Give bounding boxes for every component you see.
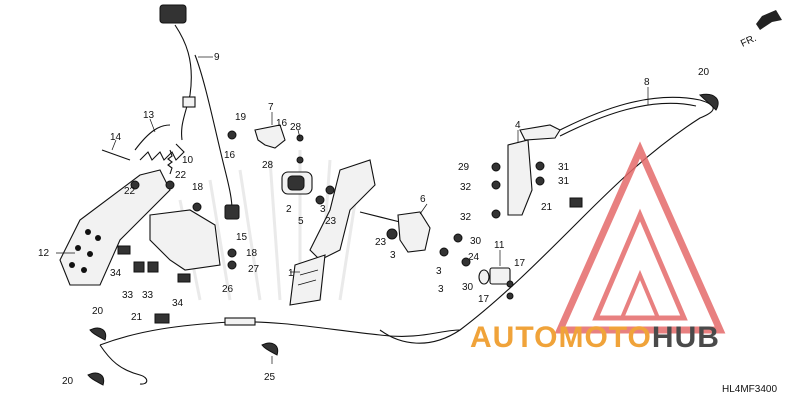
callout-20b: 20 [92, 306, 104, 317]
callout-18a: 18 [192, 182, 204, 193]
callout-8: 8 [644, 77, 650, 88]
bolt-set-left [117, 130, 237, 283]
clip-21-right [569, 197, 583, 208]
callout-11: 11 [494, 240, 505, 251]
callout-17a: 17 [514, 258, 526, 269]
callout-3d: 3 [438, 284, 444, 295]
bushing-5 [287, 175, 305, 191]
clip-20-mid [89, 327, 107, 341]
callout-32a: 32 [460, 182, 472, 193]
callout-5: 5 [298, 216, 304, 227]
callout-34b: 34 [172, 298, 184, 309]
callout-23b: 23 [375, 237, 387, 248]
callout-13: 13 [143, 110, 155, 121]
callout-24: 24 [468, 252, 480, 263]
callout-26: 26 [222, 284, 234, 295]
callout-7: 7 [268, 102, 274, 113]
callout-16a: 16 [224, 150, 236, 161]
harness-9b [194, 54, 233, 211]
callout-18b: 18 [246, 248, 258, 259]
callout-32b: 32 [460, 212, 472, 223]
pedal-12 [59, 169, 171, 286]
spring-10 [167, 149, 173, 175]
front-direction-arrow: FR. [739, 10, 782, 50]
callout-20a: 20 [698, 67, 710, 78]
callout-labels: 1 2 3 3 3 3 4 5 6 7 8 9 10 11 12 13 14 1… [38, 52, 710, 387]
callout-4: 4 [515, 120, 521, 131]
watermark-logo [554, 141, 726, 334]
bracket-15 [149, 209, 221, 271]
callout-29: 29 [458, 162, 470, 173]
callout-3a: 3 [320, 204, 326, 215]
callout-15: 15 [236, 232, 248, 243]
callout-33a: 33 [122, 290, 134, 301]
callout-30a: 30 [470, 236, 482, 247]
leader-lines [56, 56, 649, 364]
callout-9: 9 [214, 52, 220, 63]
connector-9 [159, 4, 187, 24]
cable-end-4 [519, 124, 561, 141]
cable-25-sleeve [224, 317, 256, 326]
cable-8-inner [559, 102, 697, 137]
callout-2: 2 [286, 204, 292, 215]
callout-3b: 3 [390, 250, 396, 261]
callout-30b: 30 [462, 282, 474, 293]
clip-20-top [698, 93, 719, 111]
clip-21-left [154, 313, 170, 324]
pedal-1 [289, 159, 376, 306]
callout-21b: 21 [131, 312, 143, 323]
cable-25-end [99, 344, 148, 385]
callout-27: 27 [248, 264, 260, 275]
callout-20c: 20 [62, 376, 74, 387]
bolt-set-right [296, 134, 545, 300]
callout-1: 1 [288, 268, 294, 279]
callout-33b: 33 [142, 290, 154, 301]
pin-14 [101, 149, 131, 161]
watermark-suffix: HUB [652, 321, 720, 354]
watermark-prefix: AUTOMOTO [470, 321, 652, 354]
callout-31b: 31 [558, 176, 570, 187]
callout-21a: 21 [541, 202, 553, 213]
callout-34a: 34 [110, 268, 122, 279]
callout-10: 10 [182, 155, 194, 166]
callout-28b: 28 [262, 160, 274, 171]
diagram-code: HL4MF3400 [722, 384, 777, 395]
callout-6: 6 [420, 194, 426, 205]
callout-22a: 22 [124, 186, 136, 197]
spring-13 [134, 124, 185, 161]
bracket-4 [507, 139, 533, 216]
callout-16b: 16 [276, 118, 288, 129]
sensor-9 [182, 96, 196, 108]
callout-25: 25 [264, 372, 276, 383]
arm-6 [397, 211, 431, 253]
watermark-text: AUTOMOTOHUB [470, 321, 720, 354]
o-ring-24 [478, 269, 490, 285]
callout-28a: 28 [290, 122, 302, 133]
sensor-7 [254, 124, 286, 149]
callout-3c: 3 [436, 266, 442, 277]
harness-9 [174, 24, 192, 141]
callout-19: 19 [235, 112, 247, 123]
callout-17b: 17 [478, 294, 490, 305]
connector-9b [224, 204, 240, 220]
callout-31a: 31 [558, 162, 570, 173]
callout-22b: 22 [175, 170, 187, 181]
switch-11 [489, 267, 511, 285]
callout-23a: 23 [325, 216, 337, 227]
callout-12: 12 [38, 248, 50, 259]
clip-20-low [87, 372, 105, 386]
cable-25 [99, 321, 461, 346]
callout-14: 14 [110, 132, 122, 143]
front-direction-label: FR. [739, 33, 758, 50]
clip-20-bottom [261, 342, 279, 356]
